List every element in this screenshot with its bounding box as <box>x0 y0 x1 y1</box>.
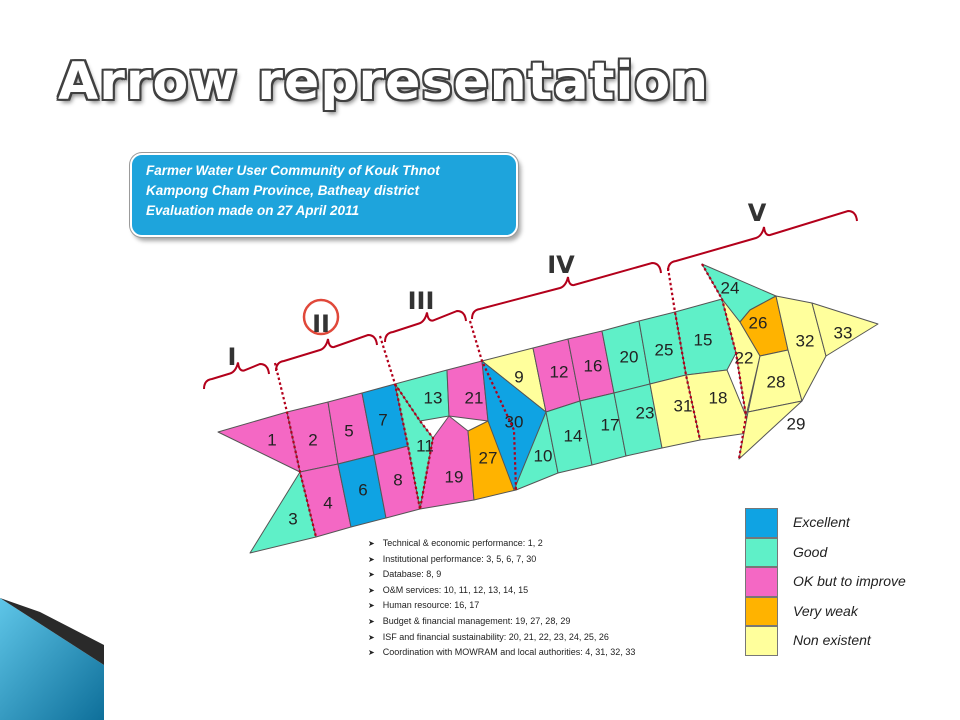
key-swatch <box>745 508 778 538</box>
corner-blue-shape <box>0 598 104 720</box>
corner-dark-shape <box>0 598 104 665</box>
cell-29-shape <box>738 400 803 460</box>
cell-30-shape <box>481 360 547 491</box>
indicator-item: Human resource: 16, 17 <box>368 598 635 614</box>
info-line-2: Kampong Cham Province, Batheay district <box>146 183 420 198</box>
cell-29-label: 29 <box>787 415 806 434</box>
cell-33-shape <box>811 302 879 357</box>
cell-1-shape <box>217 411 301 473</box>
cell-18-label: 18 <box>709 389 728 408</box>
cell-33-label: 33 <box>834 324 853 343</box>
key-swatch <box>745 596 778 626</box>
section-bracket <box>471 261 662 320</box>
cell-4-label: 4 <box>323 494 332 513</box>
section-label: II <box>312 310 330 338</box>
key-label: Non existent <box>793 632 871 648</box>
indicator-item: Budget & financial management: 19, 27, 2… <box>368 614 635 630</box>
indicator-item: Technical & economic performance: 1, 2 <box>368 536 635 552</box>
info-line-1: Farmer Water User Community of Kouk Thno… <box>146 163 440 178</box>
cell-27-label: 27 <box>479 449 498 468</box>
cell-1-label: 1 <box>267 431 276 450</box>
indicator-list: Technical & economic performance: 1, 2 I… <box>368 536 636 661</box>
cell-26-label: 26 <box>749 314 768 333</box>
section-bracket <box>667 209 858 272</box>
cell-3-label: 3 <box>288 510 297 529</box>
cell-20-label: 20 <box>620 348 639 367</box>
cell-22-label: 22 <box>735 349 754 368</box>
cell-17-label: 17 <box>601 416 620 435</box>
key-label: Excellent <box>793 514 850 530</box>
cell-32-shape <box>775 295 827 402</box>
indicator-item: Database: 8, 9 <box>368 567 635 583</box>
cell-13-label: 13 <box>424 389 443 408</box>
indicator-item: Institutional performance: 3, 5, 6, 7, 3… <box>368 552 635 568</box>
indicator-item: ISF and financial sustainability: 20, 21… <box>368 630 635 646</box>
cell-21-label: 21 <box>465 389 484 408</box>
cell-30-label: 30 <box>505 413 524 432</box>
cell-7-label: 7 <box>378 411 387 430</box>
key-label: OK but to improve <box>793 573 906 589</box>
indicator-item: Coordination with MOWRAM and local autho… <box>368 645 636 661</box>
section-bracket <box>275 333 378 372</box>
dividers-layer <box>273 263 748 538</box>
cell-9-label: 9 <box>514 368 523 387</box>
highlight-circle <box>302 298 340 336</box>
cell-14-label: 14 <box>564 427 583 446</box>
cell-32-label: 32 <box>796 332 815 351</box>
slide-title: Arrow representation <box>58 52 710 112</box>
cell-31-shape <box>649 374 701 449</box>
section-label: V <box>748 199 767 227</box>
section-divider <box>394 383 435 510</box>
cell-2-label: 2 <box>308 431 317 450</box>
key-swatch <box>745 537 778 567</box>
section-label: IV <box>547 251 575 279</box>
section-label: I <box>228 343 237 371</box>
info-line-3: Evaluation made on 27 April 2011 <box>146 203 360 218</box>
section-divider <box>701 263 748 460</box>
info-box: Farmer Water User Community of Kouk Thno… <box>130 153 518 237</box>
cell-12-label: 12 <box>550 363 569 382</box>
cell-6-label: 6 <box>358 481 367 500</box>
cell-8-label: 8 <box>393 471 402 490</box>
cell-25-label: 25 <box>655 341 674 360</box>
cell-10-label: 10 <box>534 447 553 466</box>
indicator-item: O&M services: 10, 11, 12, 13, 14, 15 <box>368 583 635 599</box>
cell-28-label: 28 <box>767 373 786 392</box>
key-label: Good <box>793 543 828 560</box>
section-divider <box>666 267 702 441</box>
cell-11-label: 11 <box>416 437 434 456</box>
key-swatch <box>745 626 778 656</box>
cell-23-label: 23 <box>636 404 655 423</box>
key-swatch <box>745 567 778 597</box>
section-divider <box>273 362 318 538</box>
section-bracket <box>384 309 467 343</box>
cell-24-label: 24 <box>721 279 740 298</box>
key-label: Very weak <box>793 602 858 619</box>
section-divider <box>378 335 422 510</box>
cell-19-label: 19 <box>445 468 464 487</box>
section-divider <box>468 320 518 491</box>
cell-5-label: 5 <box>344 422 353 441</box>
section-label: III <box>408 287 435 315</box>
cell-16-label: 16 <box>584 357 603 376</box>
cell-15-label: 15 <box>694 331 713 350</box>
cell-31-label: 31 <box>674 397 693 416</box>
section-bracket <box>203 362 270 390</box>
